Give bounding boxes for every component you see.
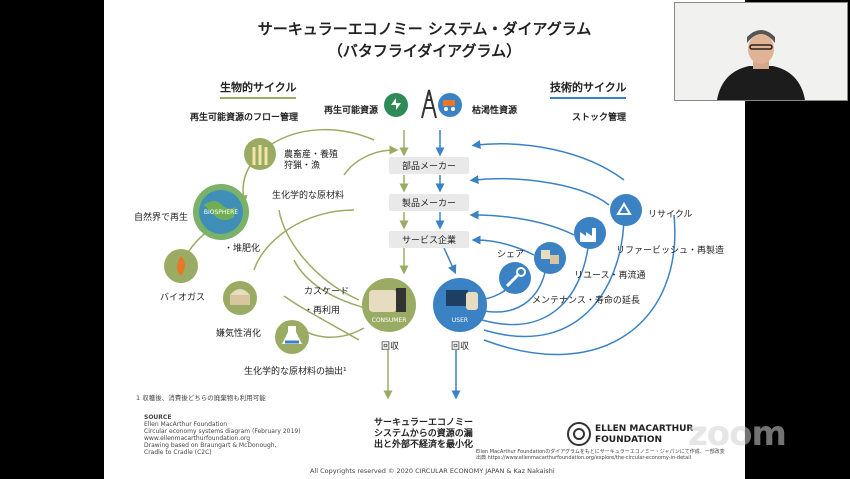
label-reuse-tech: リユース・再流通 <box>574 271 646 281</box>
emf-logo-line1: ELLEN MACARTHUR <box>595 424 694 434</box>
consumer-icon: CONSUMER <box>362 278 416 332</box>
biogas-flame-icon <box>164 249 198 283</box>
user-collect-label: 回収 <box>451 342 470 352</box>
label-biochem-feedstock: 生化学的な原材料 <box>272 191 345 201</box>
biosphere-icon: BIOSPHERE <box>193 184 249 240</box>
factory-icon <box>574 217 606 249</box>
label-extraction: 生化学的な原材料の抽出¹ <box>244 367 347 377</box>
presenter-avatar <box>675 3 847 100</box>
presentation-slide: サーキュラーエコノミー システム・ダイアグラム （バタフライダイアグラム） 生物… <box>104 0 745 479</box>
emf-logo-line2: FOUNDATION <box>595 435 663 445</box>
boxes-icon <box>534 242 566 274</box>
footnote: 1 収穫後、消費後どちらの廃棄物も利用可能 <box>136 394 266 402</box>
bio-cycle-label: 生物的サイクル <box>220 79 297 99</box>
svg-text:BIOSPHERE: BIOSPHERE <box>204 209 239 216</box>
tech-cycle-subtitle: ストック管理 <box>572 113 627 123</box>
label-farming: 農畜産・養殖 <box>284 150 339 160</box>
label-biogas: バイオガス <box>160 293 206 303</box>
wrench-icon <box>499 262 531 294</box>
anaerobic-digestion-icon <box>223 281 257 315</box>
renewable-energy-icon <box>384 93 408 117</box>
bio-cycle-subtitle: 再生可能資源のフロー管理 <box>190 113 299 123</box>
source-line: Circular economy systems diagram (Februa… <box>144 428 301 435</box>
source-line: Drawing based on Braungart & McDonough, <box>144 442 277 449</box>
source-heading: SOURCE <box>144 414 172 421</box>
label-regeneration: 自然界で再生 <box>134 213 189 223</box>
value-chain-step-products: 製品メーカー <box>389 194 469 211</box>
recycle-icon <box>610 194 642 226</box>
label-share: シェア <box>497 250 525 260</box>
label-anaerobic: 嫌気性消化 <box>216 329 262 339</box>
label-recycle: リサイクル <box>648 210 693 220</box>
webcam-video-thumbnail[interactable] <box>674 2 848 101</box>
finite-source-label: 枯渇性資源 <box>472 106 518 116</box>
label-refurbish: リファービッシュ・再製造 <box>616 246 725 256</box>
label-composting: ・堆肥化 <box>224 244 261 254</box>
tech-cycle-label: 技術的サイクル <box>550 79 627 99</box>
source-line: www.ellenmacarthurfoundation.org <box>144 435 251 442</box>
lab-flask-icon <box>275 320 309 354</box>
label-cascade: カスケード <box>304 287 350 297</box>
source-line: Ellen MacArthur Foundation <box>144 421 228 428</box>
value-chain-step-services: サービス企業 <box>389 231 469 248</box>
leakage-line-2: システムからの資源の漏 <box>374 429 473 439</box>
leakage-line-1: サーキュラーエコノミー <box>374 418 474 428</box>
credit-source: 出典 https://www.ellenmacarthurfoundation.… <box>476 455 691 461</box>
svg-text:USER: USER <box>452 317 468 324</box>
farming-icon <box>244 138 276 170</box>
label-hunting: 狩猟・漁 <box>284 161 321 171</box>
emf-logo-icon <box>567 422 591 446</box>
label-maintenance: メンテナンス・寿命の延長 <box>532 296 640 306</box>
consumer-collect-label: 回収 <box>381 342 400 352</box>
mining-truck-icon <box>438 93 462 117</box>
slide-subtitle: （バタフライダイアグラム） <box>327 42 522 60</box>
value-chain-step-parts: 部品メーカー <box>389 157 469 174</box>
label-reuse-bio: ・再利用 <box>304 306 341 316</box>
credit-note: Ellen MacArthur Foundationのダイアグラムをもとにサーキ… <box>476 449 725 455</box>
zoom-watermark: zoom <box>688 414 787 454</box>
leakage-line-3: 出と外部不経済を最小化 <box>374 440 474 450</box>
svg-text:CONSUMER: CONSUMER <box>372 317 407 324</box>
copyright: All Copyrights reserved © 2020 CIRCULAR … <box>310 467 555 475</box>
butterfly-diagram: BIOSPHERE CONSUMER USER <box>164 89 676 400</box>
user-icon: USER <box>433 278 487 332</box>
source-line: Cradle to Cradle (C2C) <box>144 449 212 456</box>
renewable-source-label: 再生可能資源 <box>324 106 379 116</box>
slide-title: サーキュラーエコノミー システム・ダイアグラム <box>257 20 592 38</box>
oil-derrick-icon <box>421 89 437 119</box>
